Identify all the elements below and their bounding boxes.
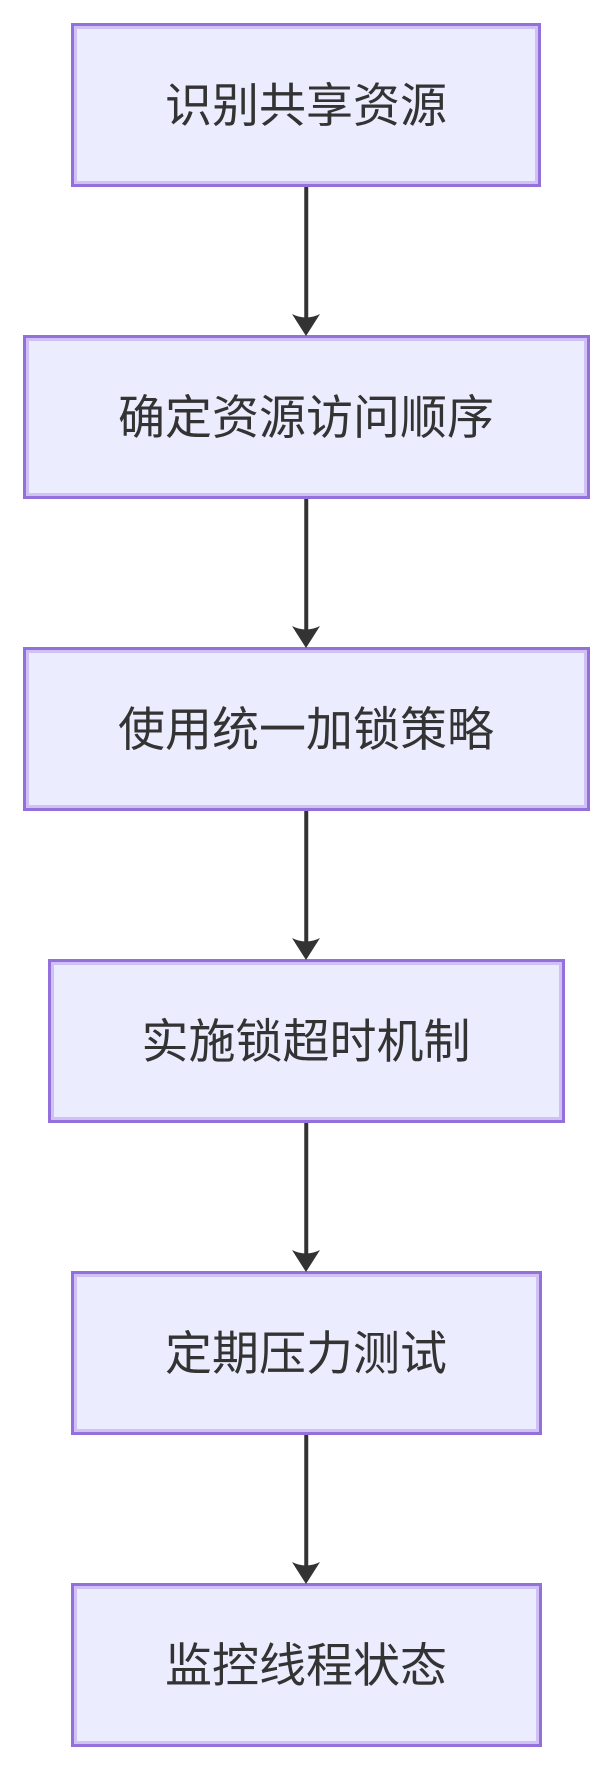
flow-node-monitor-thread-status: 监控线程状态 — [70, 1583, 542, 1747]
arrowhead-down-icon — [292, 314, 320, 336]
arrow-line — [304, 811, 308, 951]
flow-node-determine-resource-access-order: 确定资源访问顺序 — [22, 335, 590, 499]
arrow-line — [304, 1435, 308, 1575]
flow-node-implement-lock-timeout: 实施锁超时机制 — [47, 959, 565, 1123]
arrowhead-down-icon — [292, 1562, 320, 1584]
flow-arrow-a-b — [292, 187, 320, 336]
arrow-line — [304, 499, 308, 639]
arrowhead-down-icon — [292, 938, 320, 960]
arrow-line — [304, 1123, 308, 1263]
flow-arrow-e-f — [292, 1435, 320, 1584]
node-label: 定期压力测试 — [165, 1326, 447, 1380]
node-label: 实施锁超时机制 — [141, 1014, 471, 1068]
node-label: 确定资源访问顺序 — [118, 390, 494, 444]
flow-arrow-b-c — [292, 499, 320, 648]
flow-arrow-c-d — [292, 811, 320, 960]
node-label: 使用统一加锁策略 — [118, 702, 494, 756]
flow-node-identify-shared-resources: 识别共享资源 — [71, 23, 541, 187]
arrow-line — [304, 187, 308, 327]
arrowhead-down-icon — [292, 626, 320, 648]
arrowhead-down-icon — [292, 1250, 320, 1272]
node-label: 监控线程状态 — [165, 1638, 447, 1692]
flow-node-use-unified-locking-strategy: 使用统一加锁策略 — [22, 647, 590, 811]
node-label: 识别共享资源 — [165, 78, 447, 132]
flow-node-periodic-stress-testing: 定期压力测试 — [70, 1271, 542, 1435]
flow-arrow-d-e — [292, 1123, 320, 1272]
